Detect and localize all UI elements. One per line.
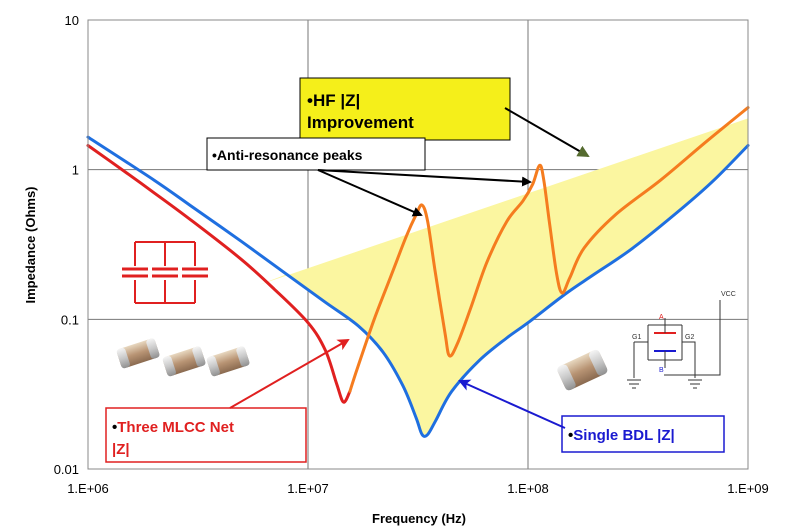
y-axis-title: Impedance (Ohms) <box>23 186 38 303</box>
hf-improvement-box <box>299 77 511 141</box>
single-bdl-label: Single BDL |Z| <box>573 427 674 444</box>
plot-frame <box>87 19 749 470</box>
three-mlcc-bullet: • <box>112 419 117 436</box>
hf-improvement-shade <box>259 118 748 435</box>
x-tick-labels: 1.E+06 1.E+07 1.E+08 1.E+09 <box>67 481 769 496</box>
series-line <box>86 135 750 438</box>
callout-line-2: |Z| <box>112 441 130 458</box>
three-mlcc-callout: •Three MLCC Net |Z| <box>105 339 350 463</box>
schematic-g1-label: G1 <box>632 334 641 341</box>
cap-gap-1 <box>132 266 138 280</box>
x-axis-title: Frequency (Hz) <box>372 511 466 526</box>
hf-improvement-callout: •HF |Z| Improvement <box>299 77 590 158</box>
hf-improvement-arrow <box>504 107 590 158</box>
cap-gap-3 <box>192 266 198 280</box>
ground-icon-1 <box>627 379 641 389</box>
hf-improvement-label: HF |Z| <box>313 91 360 110</box>
cap-gap-2 <box>162 266 168 280</box>
single-bdl-arrow <box>458 379 566 429</box>
y-tick-label: 10 <box>65 13 79 28</box>
mlcc-chip-3 <box>206 346 250 377</box>
callout-line-2: Improvement <box>307 113 414 132</box>
schematic-b-label: B <box>659 367 664 374</box>
x-tick-label: 1.E+06 <box>67 481 109 496</box>
anti-resonance-box <box>206 137 426 171</box>
anti-resonance-callout: •Anti-resonance peaks <box>206 137 532 217</box>
parallel-capacitors-icon <box>122 241 208 304</box>
single-bdl-box <box>561 415 725 453</box>
single-bdl-text: •Single BDL |Z| <box>568 427 675 444</box>
single-bdl-callout: •Single BDL |Z| <box>458 379 725 453</box>
anti-resonance-arrow-1 <box>317 169 423 217</box>
schematic-vcc-wire <box>664 300 721 376</box>
series-line <box>86 144 352 404</box>
schematic-vcc-label: VCC <box>721 291 736 298</box>
schematic-g-wires <box>634 341 696 378</box>
mlcc-chip-1 <box>116 338 160 369</box>
bdl-schematic-icon: VCC A B G1 G2 <box>627 291 736 389</box>
series-line <box>348 106 750 393</box>
anti-resonance-label: Anti-resonance peaks <box>217 147 363 163</box>
y-tick-label: 0.1 <box>61 312 79 327</box>
y-tick-labels: 10 1 0.1 0.01 <box>54 13 79 477</box>
three-mlcc-label: Three MLCC Net <box>117 419 234 436</box>
parallel-capacitors-plates-top <box>122 267 208 278</box>
anti-resonance-text: •Anti-resonance peaks <box>212 147 363 163</box>
anti-resonance-bullet: • <box>212 147 217 163</box>
series-group <box>86 106 750 438</box>
hf-improvement-text: •HF |Z| Improvement <box>307 91 414 132</box>
hf-improvement-bullet: • <box>307 91 313 110</box>
bdl-chip-image <box>557 349 608 391</box>
x-tick-label: 1.E+08 <box>507 481 549 496</box>
three-mlcc-arrow <box>229 339 350 409</box>
y-tick-label: 1 <box>72 163 79 178</box>
three-mlcc-text: •Three MLCC Net |Z| <box>112 419 234 458</box>
mlcc-chips-image <box>116 338 250 377</box>
anti-resonance-arrow-2 <box>317 169 532 187</box>
schematic-a-label: A <box>659 314 664 321</box>
x-tick-label: 1.E+09 <box>727 481 769 496</box>
ground-icon-2 <box>688 379 702 389</box>
x-tick-label: 1.E+07 <box>287 481 329 496</box>
schematic-g2-label: G2 <box>685 334 694 341</box>
three-mlcc-box <box>105 407 307 463</box>
mlcc-chip-2 <box>162 346 206 377</box>
single-bdl-bullet: • <box>568 427 573 444</box>
y-tick-label: 0.01 <box>54 462 79 477</box>
